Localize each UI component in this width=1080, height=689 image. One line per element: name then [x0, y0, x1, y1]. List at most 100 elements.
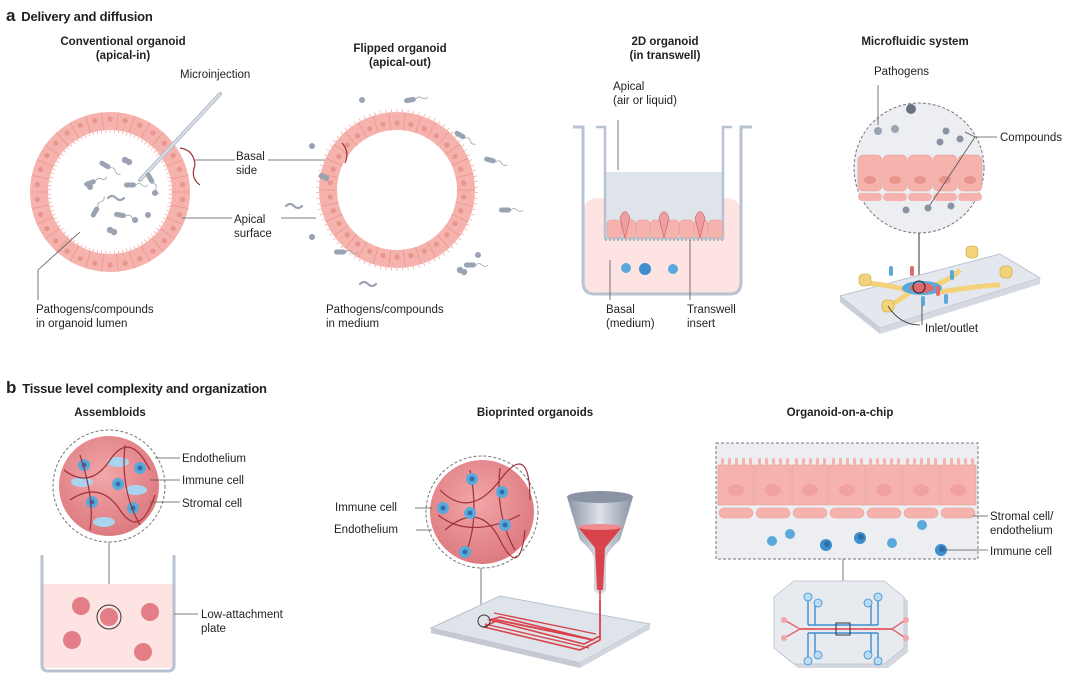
nucleus [176, 166, 183, 173]
microvillus [473, 203, 477, 205]
nucleus [939, 176, 951, 184]
label-basal-side: Basal side [236, 150, 265, 178]
cell-border [325, 214, 343, 223]
compound-icon [641, 208, 649, 216]
label-line: Pathogens/compounds [36, 304, 154, 316]
cell-border [436, 234, 450, 249]
nucleus [336, 220, 342, 227]
endothelium-vessel [79, 454, 92, 531]
cell-border [388, 112, 392, 131]
microvillus [88, 247, 91, 251]
cell-border [69, 122, 80, 139]
cell-border [426, 122, 437, 139]
microvillus [363, 261, 366, 265]
nucleus [950, 484, 966, 496]
microvillus [860, 458, 863, 466]
epithelial-cell [902, 464, 940, 506]
microvillus [934, 458, 937, 466]
compound-icon [309, 234, 315, 240]
nucleus [939, 546, 945, 552]
label-line: in organoid lumen [36, 318, 128, 330]
nucleus [180, 181, 186, 187]
microvillus [49, 176, 53, 179]
cell-border [56, 237, 69, 252]
microvillus [464, 149, 468, 152]
nucleus [77, 256, 83, 262]
stromal-cell [858, 193, 882, 201]
microvillus [466, 154, 470, 157]
compound-icon [956, 135, 964, 143]
nucleus [433, 241, 439, 247]
goblet-cell [694, 211, 706, 239]
cell-border [31, 174, 50, 180]
nucleus [330, 208, 336, 214]
microvillus [472, 208, 476, 210]
microvillus [147, 237, 151, 240]
immune-cell [820, 539, 832, 551]
microvillus [964, 458, 967, 466]
nucleus [380, 252, 386, 259]
stromal-cell [940, 507, 976, 519]
microvillus [326, 228, 330, 231]
plate-wall [40, 555, 176, 673]
microvillus [469, 218, 473, 221]
microvillus [164, 168, 168, 171]
pathogen-icon [656, 193, 678, 208]
microvillus [158, 224, 162, 227]
cell-border [415, 246, 422, 265]
microvillus [450, 245, 454, 249]
immune-cell [134, 462, 146, 474]
microvillus [329, 233, 333, 236]
bioprinted-title: Bioprinted organoids [476, 407, 594, 419]
microvillus [802, 458, 805, 466]
microvillus [471, 164, 475, 167]
assembloids-title: Assembloids [74, 407, 146, 419]
nucleus [44, 225, 50, 232]
pathogen-icon [334, 249, 359, 255]
immune-cell [767, 536, 777, 546]
stromal-cell [71, 477, 93, 487]
microvillus [84, 245, 87, 249]
microvillus [423, 113, 425, 117]
microvillus [464, 228, 468, 231]
microvillus [758, 458, 761, 466]
microvillus [957, 458, 960, 466]
microvillus [158, 157, 162, 160]
pathogens-group [84, 96, 738, 288]
nucleus [92, 117, 98, 124]
microvillus [340, 131, 344, 135]
title-line: (in transwell) [629, 50, 701, 62]
label-basal-medium: Basal (medium) [606, 303, 655, 331]
microvillus [358, 118, 361, 122]
microfluidic-title: Microfluidic system [861, 36, 969, 48]
label-line: endothelium [990, 525, 1053, 537]
endothelium-vessel [437, 514, 521, 529]
label-line: Apical [234, 214, 266, 226]
microvillus [121, 249, 124, 253]
label-endothelium: Endothelium [182, 453, 246, 465]
leader-line [37, 231, 81, 300]
microvillus [458, 237, 462, 241]
stromal-cell [933, 193, 957, 201]
epithelial-cell [650, 219, 665, 239]
pathogen-icon [114, 211, 138, 220]
nucleus [444, 142, 450, 148]
epithelial-cell [882, 154, 908, 192]
cell-border [84, 115, 92, 134]
basal-side-highlight [179, 147, 201, 186]
microvillus [454, 241, 458, 245]
compound-icon [318, 172, 326, 180]
cell-border [45, 228, 61, 240]
label-stromal-cell: Stromal cell [182, 498, 243, 510]
cell-border [140, 245, 151, 262]
microvillus [779, 458, 782, 466]
cell-border [344, 234, 358, 249]
microvillus [433, 118, 436, 122]
microvillus [147, 144, 151, 147]
microvillus [353, 255, 356, 259]
microvillus [816, 458, 819, 466]
microvillus [379, 266, 382, 270]
compound-icon [902, 206, 910, 214]
compound-icon [125, 158, 133, 166]
